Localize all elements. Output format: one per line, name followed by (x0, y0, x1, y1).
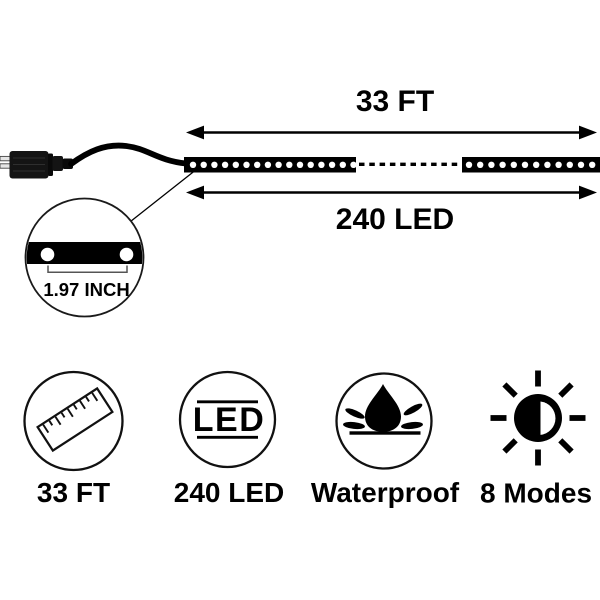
feature-waterproof-label: Waterproof (311, 477, 460, 508)
power-plug-icon (0, 151, 73, 179)
led-strip-icon (184, 157, 600, 173)
led-count-double-arrow-icon (186, 185, 597, 200)
length-double-arrow-icon (186, 125, 597, 140)
feature-modes-label: 8 Modes (480, 478, 592, 509)
spacing-bracket (47, 265, 128, 274)
magnifier-leader-line (130, 168, 198, 223)
water-drop-splash-icon (343, 384, 423, 435)
power-cable (68, 142, 189, 167)
feature-led-count: LED 240 LED (174, 370, 285, 508)
feature-waterproof: Waterproof (311, 372, 460, 508)
feature-length: 33 FT (23, 370, 124, 508)
feature-modes: 8 Modes (480, 370, 592, 509)
led-badge-text: LED (193, 401, 266, 439)
length-label: 33 FT (356, 85, 434, 118)
led-strip-diagram: 33 FT (0, 85, 600, 318)
spacing-magnifier-icon: 1.97 INCH (24, 197, 145, 318)
feature-length-label: 33 FT (37, 477, 110, 508)
feature-led-count-label: 240 LED (174, 477, 285, 508)
feature-row: 33 FT LED 240 LED Waterproof (23, 370, 592, 509)
led-dots-segment-1 (189, 161, 357, 168)
ruler-icon (36, 386, 114, 453)
sun-brightness-icon (490, 370, 586, 466)
led-spacing-label: 1.97 INCH (43, 279, 129, 300)
led-count-label: 240 LED (336, 203, 454, 236)
led-badge-icon: LED (193, 400, 266, 439)
led-dots-segment-2 (465, 161, 596, 168)
